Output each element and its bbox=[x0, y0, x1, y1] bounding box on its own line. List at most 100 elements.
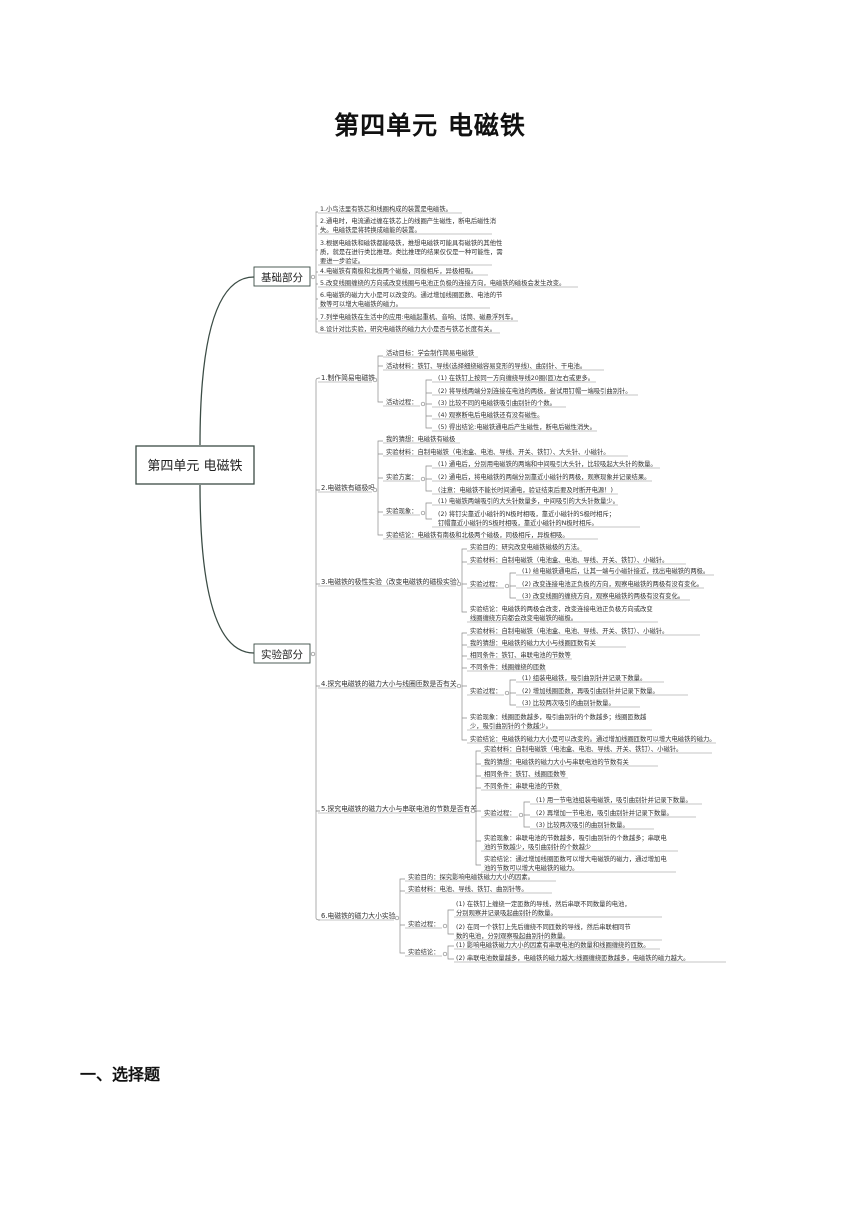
svg-text:(2) 将导线两端分别连接在电池的两极，尝试用钉帽一端吸引曲: (2) 将导线两端分别连接在电池的两极，尝试用钉帽一端吸引曲别针。 bbox=[438, 386, 632, 395]
exp4-phenomenon: 少，吸引曲别针的个数越少。 bbox=[470, 721, 552, 730]
svg-text:(1) 给电磁铁通电后，让其一端与小磁针接近，找出电磁铁的两: (1) 给电磁铁通电后，让其一端与小磁针接近，找出电磁铁的两极。 bbox=[522, 566, 709, 575]
section-heading: 一、选择题 bbox=[80, 1065, 161, 1084]
basic-item: 数等可以增大电磁铁的磁力。 bbox=[320, 299, 402, 308]
exp5-conclusion: 实验结论：通过增加线圈匝数可以增大电磁铁的磁力，通过增加电 bbox=[484, 854, 667, 863]
exp3-conclusion: 实验结论：电磁铁的两极会改变，改变连接电池正负极方向或改变 bbox=[470, 604, 653, 613]
exp2-guess: 我的猜想：电磁铁有磁极 bbox=[386, 434, 456, 443]
exp5-diff: 不同条件：串联电池的节数 bbox=[484, 781, 560, 790]
exp6-conclusions: (1) 影响电磁铁磁力大小的因素有串联电池的数量和线圈缠绕的匝数。 (2) 串联… bbox=[454, 940, 726, 963]
basic-item: 质，就是在进行类比推理。类比推理的结果仅仅是一种可能性，需 bbox=[320, 247, 503, 256]
exp5-title: 5.探究电磁铁的磁力大小与串联电池的节数是否有关 bbox=[321, 804, 477, 813]
svg-text:(3) 比较两次吸引的曲别针数量。: (3) 比较两次吸引的曲别针数量。 bbox=[536, 820, 629, 829]
exp5-materials: 实验材料：自制电磁铁（电池盒、电池、导线、开关、铁钉）、小磁针。 bbox=[484, 744, 682, 753]
exp4-conclusion: 实验结论：电磁铁的磁力大小是可以改变的。通过增加线圈匝数可以增大电磁铁的磁力。 bbox=[470, 734, 716, 743]
exp5-guess: 我的猜想：电磁铁的磁力大小与串联电池的节数有关 bbox=[484, 757, 630, 766]
svg-text:(3) 比较两次吸引的曲别针数量。: (3) 比较两次吸引的曲别针数量。 bbox=[522, 698, 615, 707]
svg-text:(1) 影响电磁铁磁力大小的因素有串联电池的数量和线圈缠绕的: (1) 影响电磁铁磁力大小的因素有串联电池的数量和线圈缠绕的匝数。 bbox=[456, 940, 650, 949]
exp5-steps: (1) 用一节电池组装电磁铁，吸引曲别针并记录下数量。 (2) 再增加一节电池，… bbox=[530, 795, 702, 830]
basic-item: 要进一步验证。 bbox=[320, 256, 364, 265]
root-label: 第四单元 电磁铁 bbox=[147, 459, 242, 474]
basic-item: 2.通电时，电流通过缠在铁芯上的线圈产生磁性，断电后磁性消 bbox=[320, 216, 496, 225]
basic-item: 5.改变线圈缠绕的方向或改变线圈与电池正负极的连接方向，电磁铁的磁极会发生改变。 bbox=[320, 278, 565, 287]
exp4-node[interactable]: 4.探究电磁铁的磁力大小与线圈匝数是否有关。 bbox=[318, 679, 463, 689]
svg-text:(2) 在同一个铁钉上先后缠绕不同匝数的导线，然后串联相同节: (2) 在同一个铁钉上先后缠绕不同匝数的导线，然后串联相同节 bbox=[456, 922, 631, 931]
exp1-title: 1.制作简易电磁铁 bbox=[321, 373, 375, 382]
exp1-materials: 活动材料：铁钉、导线(选择细绕磁容易变形的导线)、曲别针、干电池。 bbox=[386, 361, 586, 370]
exp5-phenomenon: 实验现象：串联电池的节数越多，吸引曲别针的个数越多；串联电 bbox=[484, 833, 667, 842]
experiment-branch[interactable]: 实验部分 bbox=[253, 643, 316, 664]
svg-text:(3) 改变线圈的缠绕方向，观察电磁铁的两极有没有变化。: (3) 改变线圈的缠绕方向，观察电磁铁的两极有没有变化。 bbox=[522, 591, 684, 600]
exp3-process-label: 实验过程： bbox=[470, 579, 501, 588]
basic-item: 4.电磁铁有南极和北极两个磁极，同极相斥，异极相吸。 bbox=[320, 266, 477, 275]
svg-text:(1) 通电后，分别用电磁铁的两端和中间吸引大头针，比较吸起: (1) 通电后，分别用电磁铁的两端和中间吸引大头针，比较吸起大头针的数量。 bbox=[438, 459, 657, 468]
exp4-phenomenon: 实验现象：线圈匝数越多，吸引曲别针的个数越多；线圈匝数越 bbox=[470, 712, 647, 721]
svg-text:(2) 通电后，将电磁铁的两端分别靠近小磁针的两极，观察现象: (2) 通电后，将电磁铁的两端分别靠近小磁针的两极，观察现象并记录结果。 bbox=[438, 472, 650, 481]
exp2-phen-label: 实验现象： bbox=[386, 506, 417, 515]
svg-text:钉帽靠近小磁针的S极时相吸，靠近小磁针的N极时相斥。: 钉帽靠近小磁针的S极时相吸，靠近小磁针的N极时相斥。 bbox=[438, 518, 598, 527]
exp1-node[interactable]: 1.制作简易电磁铁 bbox=[318, 373, 378, 383]
root-node[interactable]: 第四单元 电磁铁 bbox=[135, 445, 255, 485]
exp4-materials: 实验材料：自制电磁铁（电池盒、电池、导线、开关、铁钉）、小磁针。 bbox=[470, 626, 668, 635]
svg-text:(2) 再增加一节电池，吸引曲别针并记录下数量。: (2) 再增加一节电池，吸引曲别针并记录下数量。 bbox=[536, 808, 673, 817]
exp4-guess: 我的猜想：电磁铁的磁力大小与线圈匝数有关 bbox=[470, 638, 597, 647]
basic-item: 7.列举电磁铁在生活中的应用:电磁起重机、音响、话筒、磁悬浮列车。 bbox=[320, 312, 517, 321]
svg-text:(5) 得出结论:电磁铁通电后产生磁性，断电后磁性消失。: (5) 得出结论:电磁铁通电后产生磁性，断电后磁性消失。 bbox=[438, 422, 596, 431]
svg-text:(4) 观察断电后电磁铁还有没有磁性。: (4) 观察断电后电磁铁还有没有磁性。 bbox=[438, 410, 543, 419]
svg-text:(3) 比较不同的电磁铁吸引曲别针的个数。: (3) 比较不同的电磁铁吸引曲别针的个数。 bbox=[438, 398, 556, 407]
exp5-conclusion: 池的节数可以增大电磁铁的磁力。 bbox=[484, 863, 578, 872]
experiment-label: 实验部分 bbox=[261, 648, 303, 661]
svg-text:(1) 组装电磁铁，吸引曲别针并记录下数量。: (1) 组装电磁铁，吸引曲别针并记录下数量。 bbox=[522, 673, 646, 682]
exp5-phenomenon: 池的节数越少，吸引曲别针的个数越少 bbox=[484, 842, 591, 851]
svg-text:(2) 将钉尖靠近小磁针的N极时相吸，靠近小磁针的S极时相斥: (2) 将钉尖靠近小磁针的N极时相吸，靠近小磁针的S极时相斥； bbox=[438, 509, 615, 518]
svg-text:(2) 改变连接电池正负极的方向，观察电磁铁的两极有没有变化: (2) 改变连接电池正负极的方向，观察电磁铁的两极有没有变化。 bbox=[522, 579, 703, 588]
exp3-goal: 实验目的：研究改变电磁铁磁极的方法。 bbox=[470, 542, 583, 551]
exp5-node[interactable]: 5.探究电磁铁的磁力大小与串联电池的节数是否有关 bbox=[318, 804, 477, 814]
basic-item: 1.小鸟法里有铁芯和线圈构成的装置是电磁铁。 bbox=[320, 204, 452, 213]
basic-items: 1.小鸟法里有铁芯和线圈构成的装置是电磁铁。 2.通电时，电流通过缠在铁芯上的线… bbox=[318, 204, 578, 334]
svg-text:(1) 电磁铁两端吸引的大头针数量多，中间吸引的大头针数量少: (1) 电磁铁两端吸引的大头针数量多，中间吸引的大头针数量少。 bbox=[438, 496, 619, 505]
basic-item: 3.根据电磁铁和磁铁都能吸铁，推想电磁铁可能具有磁铁的其他性 bbox=[320, 238, 502, 247]
exp6-process-label: 实验过程： bbox=[408, 919, 439, 928]
exp4-title: 4.探究电磁铁的磁力大小与线圈匝数是否有关。 bbox=[321, 679, 463, 688]
exp3-node[interactable]: 3.电磁铁的极性实验（改变电磁铁的磁极实验） bbox=[318, 577, 463, 587]
exp6-title: 6.电磁铁的磁力大小实验 bbox=[321, 911, 396, 920]
exp4-same: 相同条件：铁钉、串联电池的节数等 bbox=[470, 650, 571, 659]
exp5-process-label: 实验过程： bbox=[484, 808, 515, 817]
basic-branch[interactable]: 基础部分 bbox=[253, 266, 316, 287]
svg-text:(1) 在铁钉上缠绕一定匝数的导线，然后串联不同数量的电池，: (1) 在铁钉上缠绕一定匝数的导线，然后串联不同数量的电池， bbox=[456, 899, 631, 908]
exp4-steps: (1) 组装电磁铁，吸引曲别针并记录下数量。 (2) 增加线圈匝数，再吸引曲别针… bbox=[516, 673, 688, 708]
exp2-conclusion: 实验结论：电磁铁有南极和北极两个磁极，同极相斥，异极相吸。 bbox=[386, 530, 569, 539]
svg-text:(2) 增加线圈匝数，再吸引曲别针并记录下数量。: (2) 增加线圈匝数，再吸引曲别针并记录下数量。 bbox=[522, 686, 659, 695]
page-title: 第四单元 电磁铁 bbox=[334, 111, 526, 140]
exp6-concl-label: 实验结论： bbox=[408, 947, 439, 956]
exp4-process-label: 实验过程： bbox=[470, 686, 501, 695]
exp5-same: 相同条件：铁钉、线圈匝数等 bbox=[484, 769, 567, 778]
svg-text:(注意：电磁铁不能长时间通电，验证结束后要及时断开电源！): (注意：电磁铁不能长时间通电，验证结束后要及时断开电源！) bbox=[438, 485, 613, 494]
exp2-plans: (1) 通电后，分别用电磁铁的两端和中间吸引大头针，比较吸起大头针的数量。 (2… bbox=[432, 459, 660, 495]
exp2-title: 2.电磁铁有磁极吗 bbox=[321, 483, 375, 492]
exp1-process-label: 活动过程： bbox=[386, 397, 417, 406]
exp6-goal: 实验目的：探究影响电磁铁磁力大小的因素。 bbox=[408, 872, 534, 881]
basic-item: 失。电磁铁是将转换成磁能的装置。 bbox=[320, 225, 421, 234]
exp3-materials: 实验材料：自制电磁铁（电池盒、电池、导线、开关、铁钉）、小磁针。 bbox=[470, 555, 668, 564]
svg-text:(2) 串联电池数量越多，电磁铁的磁力越大;线圈缠绕匝数越多: (2) 串联电池数量越多，电磁铁的磁力越大;线圈缠绕匝数越多，电磁铁的磁力越大。 bbox=[456, 953, 689, 962]
basic-item: 6.电磁铁的磁力大小是可以改变的。通过增加线圈匝数、电池的节 bbox=[320, 290, 502, 299]
exp2-node[interactable]: 2.电磁铁有磁极吗 bbox=[318, 483, 378, 493]
exp3-steps: (1) 给电磁铁通电后，让其一端与小磁针接近，找出电磁铁的两极。 (2) 改变连… bbox=[516, 566, 714, 601]
exp2-materials: 实验材料：自制电磁铁（电池盒、电池、导线、开关、铁钉）、大头针、小磁针。 bbox=[386, 447, 610, 456]
exp2-phens: (1) 电磁铁两端吸引的大头针数量多，中间吸引的大头针数量少。 (2) 将钉尖靠… bbox=[432, 496, 640, 528]
svg-text:(1) 用一节电池组装电磁铁，吸引曲别针并记录下数量。: (1) 用一节电池组装电磁铁，吸引曲别针并记录下数量。 bbox=[536, 795, 692, 804]
svg-text:(1) 在铁钉上按同一方向缠绕导线20圈(匝)左右或更多。: (1) 在铁钉上按同一方向缠绕导线20圈(匝)左右或更多。 bbox=[438, 373, 594, 382]
svg-text:分别观察并记录吸起曲别针的数量。: 分别观察并记录吸起曲别针的数量。 bbox=[456, 908, 557, 917]
exp6-steps: (1) 在铁钉上缠绕一定匝数的导线，然后串联不同数量的电池， 分别观察并记录吸起… bbox=[454, 899, 662, 941]
exp6-materials: 实验材料：电池、导线、铁钉、曲别针等。 bbox=[408, 884, 528, 893]
exp3-title: 3.电磁铁的极性实验（改变电磁铁的磁极实验） bbox=[321, 577, 463, 586]
svg-text:数的电池，分别观察吸起曲别针的数量。: 数的电池，分别观察吸起曲别针的数量。 bbox=[456, 931, 569, 940]
exp3-conclusion: 线圈缠绕方向都会改变电磁铁的磁极。 bbox=[470, 613, 577, 622]
exp2-plan-label: 实验方案： bbox=[386, 472, 417, 481]
exp6-node[interactable]: 6.电磁铁的磁力大小实验 bbox=[318, 911, 400, 921]
basic-label: 基础部分 bbox=[261, 271, 303, 284]
exp4-diff: 不同条件：线圈缠绕的匝数 bbox=[470, 662, 546, 671]
exp1-steps: (1) 在铁钉上按同一方向缠绕导线20圈(匝)左右或更多。 (2) 将导线两端分… bbox=[432, 373, 638, 432]
